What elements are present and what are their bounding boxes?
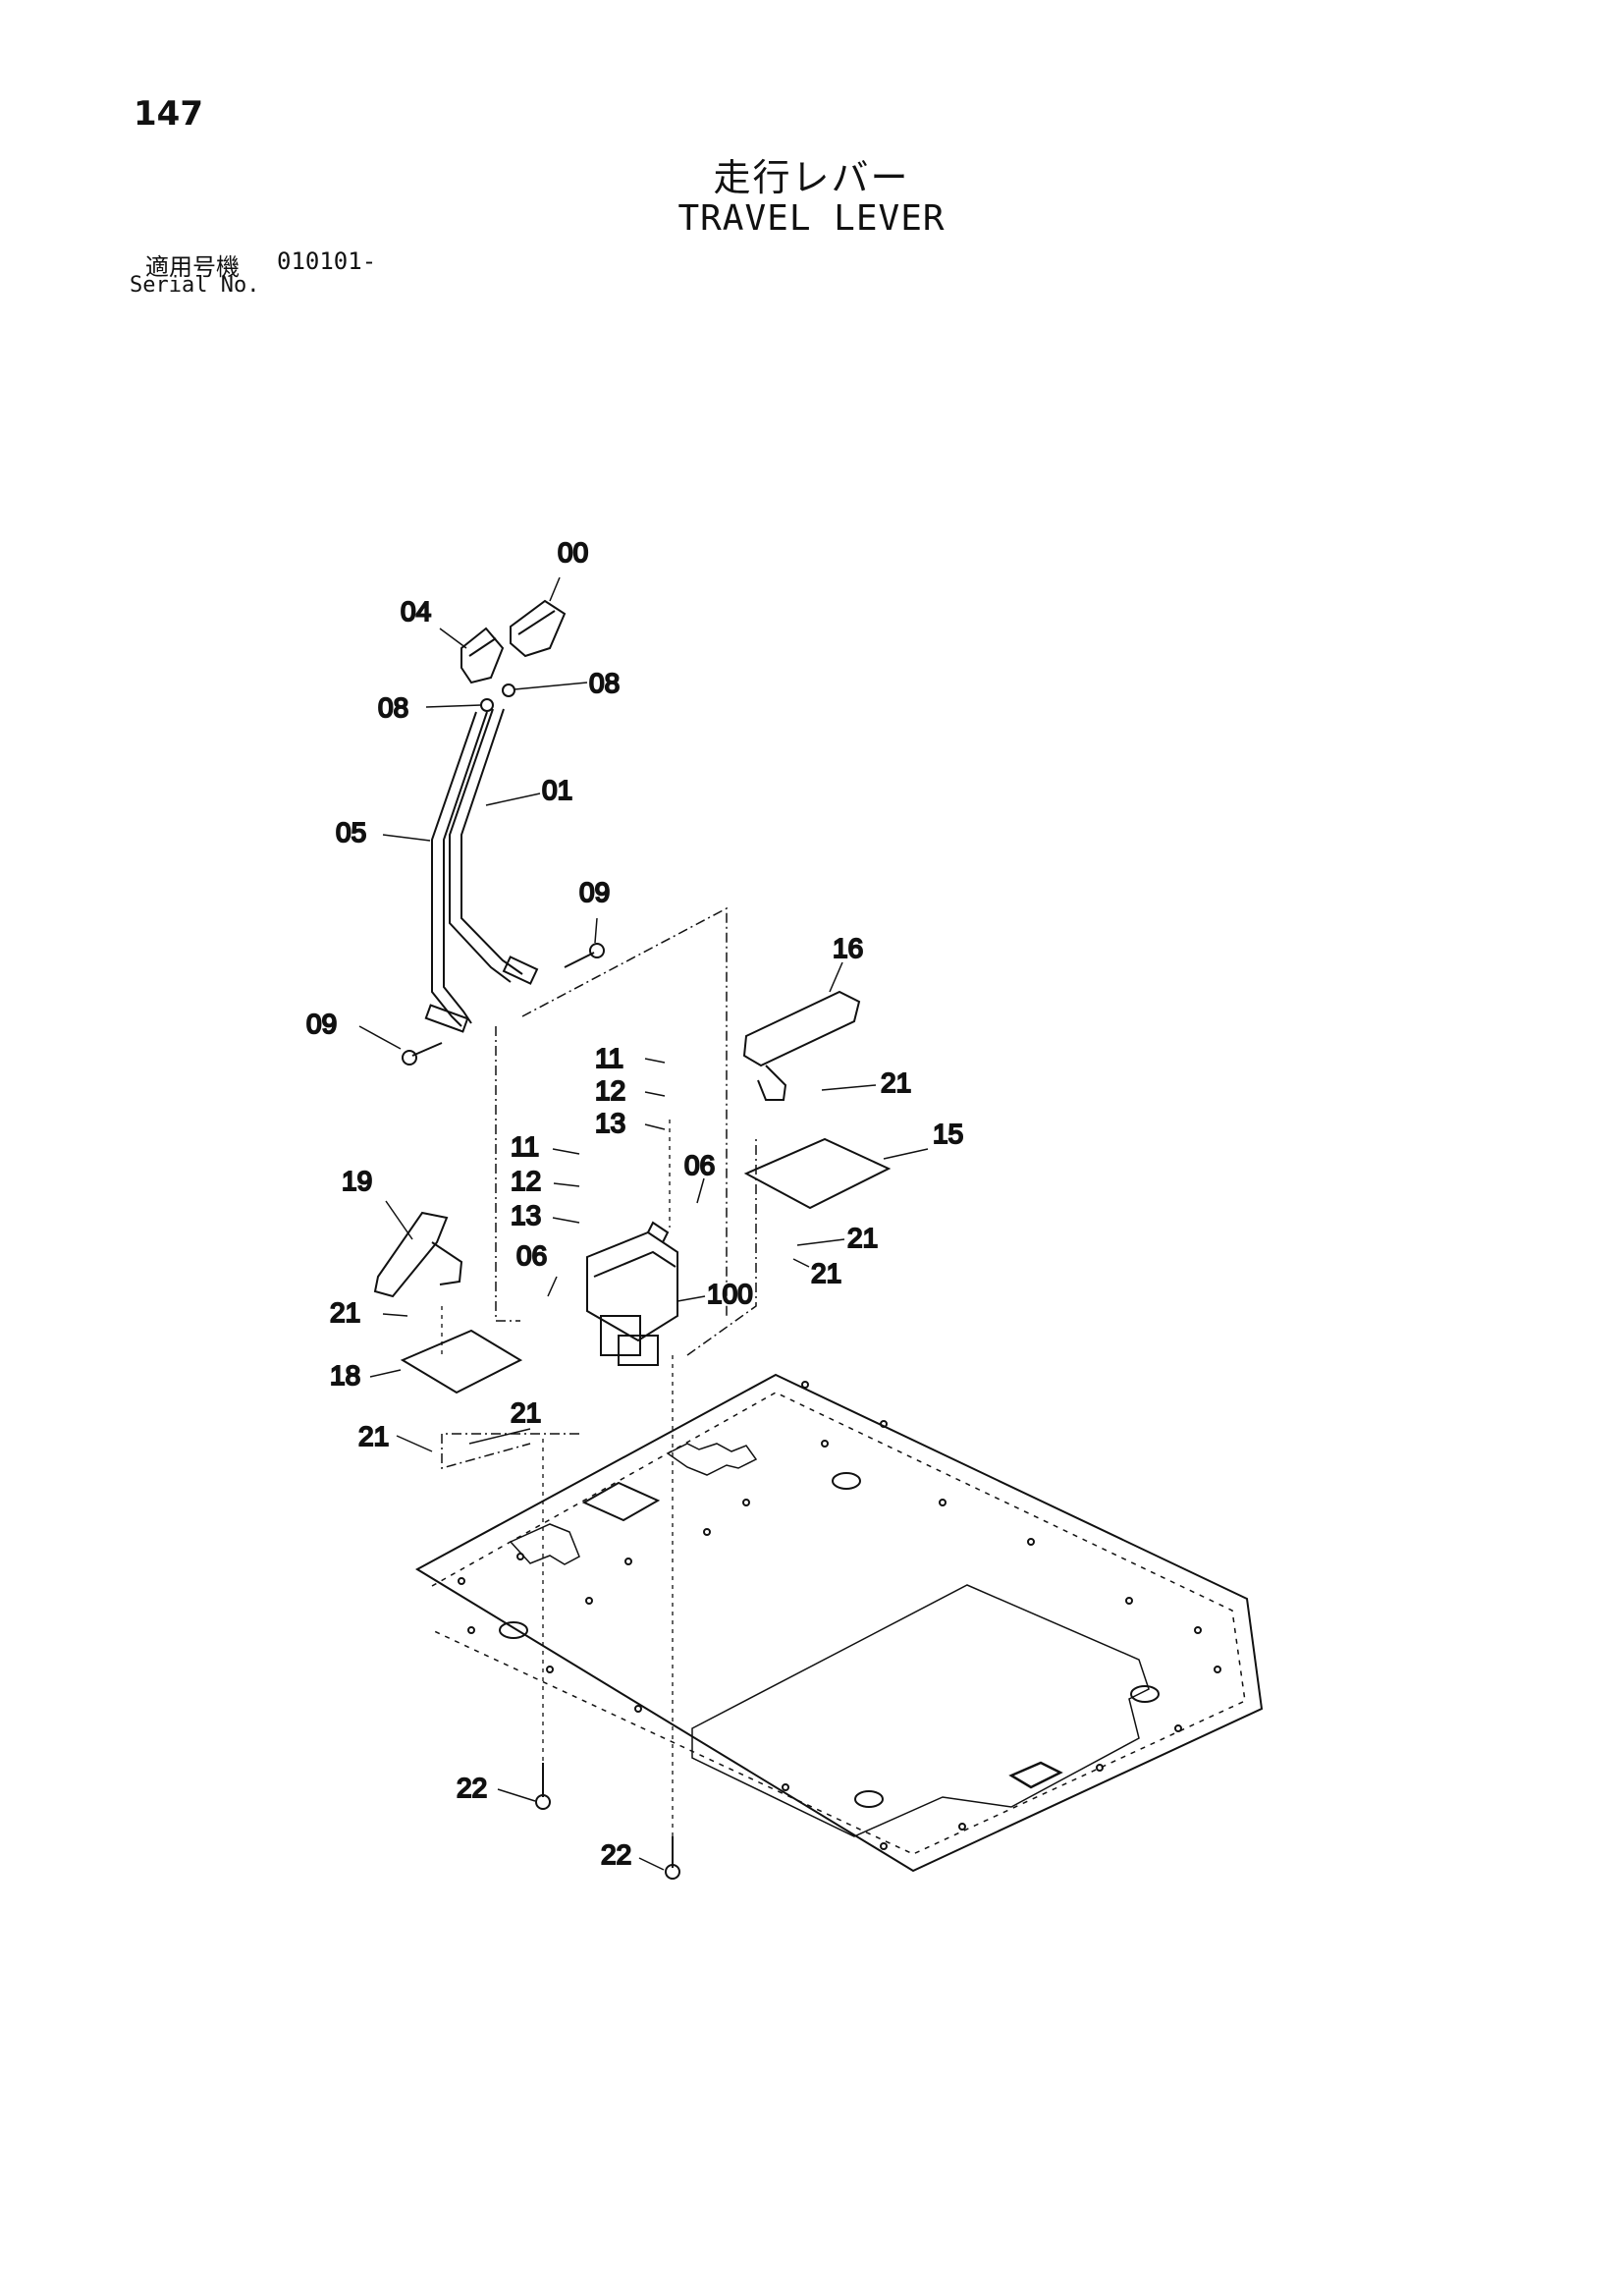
callout-21-a: 21 (881, 1067, 911, 1098)
callout-21-c: 21 (811, 1258, 841, 1288)
callout-00: 00 (558, 537, 588, 568)
pedal-right (742, 990, 861, 1101)
callout-01: 01 (542, 775, 572, 805)
serial-label-english: Serial No. (130, 273, 260, 298)
callout-21-e: 21 (511, 1397, 541, 1428)
callout-100: 100 (707, 1279, 753, 1309)
callout-19: 19 (342, 1166, 372, 1196)
nut-left (480, 698, 494, 712)
right-lever-rod (449, 708, 539, 985)
bolt-22-a (535, 1763, 551, 1810)
callout-09-left: 09 (306, 1009, 337, 1039)
callout-06-a: 06 (684, 1150, 715, 1180)
callout-21-f: 21 (358, 1421, 389, 1451)
pedal-left (373, 1211, 463, 1298)
page-number: 147 (134, 94, 203, 134)
callout-11-b: 11 (511, 1131, 539, 1162)
callout-15: 15 (933, 1119, 963, 1149)
bolt-09-right (564, 943, 605, 968)
assembly-frame (441, 906, 757, 1469)
plate-18 (400, 1329, 523, 1394)
serial-label-japanese: 適用号機 (145, 253, 240, 281)
serial-number-value: 010101- (277, 247, 377, 275)
bolt-09-left (402, 1042, 443, 1066)
callout-21-d: 21 (330, 1297, 360, 1328)
callout-18: 18 (330, 1360, 360, 1391)
callout-06-b: 06 (516, 1240, 547, 1271)
callout-05: 05 (336, 817, 366, 847)
bolt-22-b (665, 1836, 680, 1880)
title-english: TRAVEL LEVER (677, 198, 946, 239)
callout-11-a: 11 (595, 1043, 623, 1073)
callout-08-right: 08 (589, 668, 620, 698)
title-japanese: 走行レバー (713, 156, 910, 199)
callout-13-b: 13 (511, 1200, 541, 1230)
callout-12-a: 12 (595, 1075, 625, 1106)
guide-lines (441, 1120, 674, 1836)
plate-15 (743, 1137, 892, 1210)
callout-22-a: 22 (457, 1773, 487, 1803)
floor-plate (414, 1373, 1264, 1873)
callout-08-left: 08 (378, 692, 408, 723)
grip-left (460, 627, 505, 684)
leader-lines (358, 576, 929, 1871)
callout-12-b: 12 (511, 1166, 541, 1196)
callout-22-b: 22 (601, 1839, 631, 1870)
callout-16: 16 (833, 933, 863, 963)
left-lever-rod (424, 711, 488, 1033)
callout-04: 04 (401, 596, 431, 627)
callout-21-b: 21 (847, 1223, 878, 1253)
callout-09-top: 09 (579, 877, 610, 907)
control-valve-assembly (586, 1221, 678, 1366)
grip-right (510, 599, 567, 658)
nut-right (502, 683, 515, 697)
callout-13-a: 13 (595, 1108, 625, 1138)
